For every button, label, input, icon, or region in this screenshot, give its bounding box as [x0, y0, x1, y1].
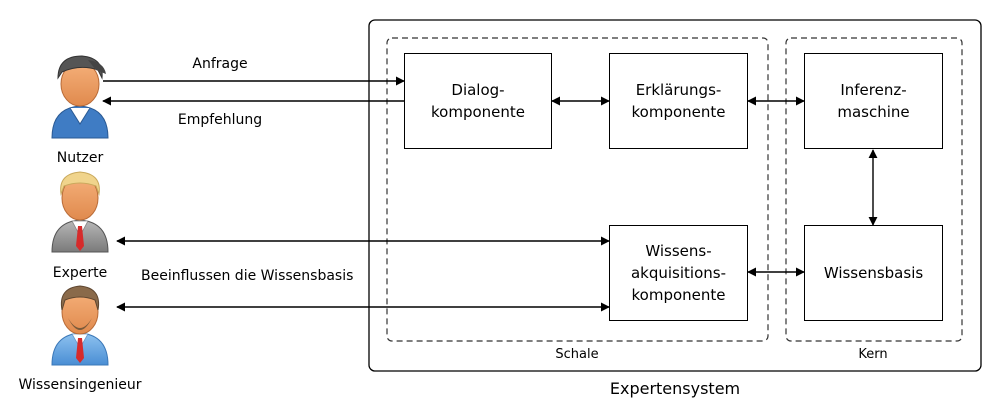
empfehlung-label: Empfehlung — [177, 112, 263, 128]
nutzer-label: Nutzer — [56, 150, 104, 166]
wissensakquisitionskomponente-label: Wissens- akquisitions- komponente — [630, 242, 727, 304]
dialogkomponente-label: Dialog- komponente — [431, 81, 525, 121]
inferenzmaschine-box: Inferenz- maschine — [804, 53, 943, 149]
beeinflussen-label: Beeinflussen die Wissensbasis — [141, 268, 354, 284]
schale-label: Schale — [555, 347, 599, 362]
dialogkomponente-box: Dialog- komponente — [404, 53, 552, 149]
wissensbasis-box: Wissensbasis — [804, 225, 943, 321]
expertensystem-frame — [368, 19, 982, 372]
experte-label: Experte — [52, 265, 108, 281]
kern-group — [785, 37, 963, 342]
ingenieur-label: Wissensingenieur — [18, 377, 142, 393]
nutzer-avatar-icon — [51, 55, 109, 139]
anfrage-label: Anfrage — [192, 56, 248, 72]
inferenzmaschine-label: Inferenz- maschine — [837, 81, 910, 121]
wissensakquisitionskomponente-box: Wissens- akquisitions- komponente — [609, 225, 748, 321]
erklaerungskomponente-box: Erklärungs- komponente — [609, 53, 748, 149]
schale-group — [386, 37, 769, 342]
experte-avatar-icon — [51, 171, 109, 253]
kern-label: Kern — [858, 347, 888, 362]
wissensbasis-label: Wissensbasis — [823, 264, 924, 282]
erklaerungskomponente-label: Erklärungs- komponente — [631, 81, 726, 121]
ingenieur-avatar-icon — [51, 285, 109, 366]
expertensystem-label: Expertensystem — [609, 379, 741, 398]
